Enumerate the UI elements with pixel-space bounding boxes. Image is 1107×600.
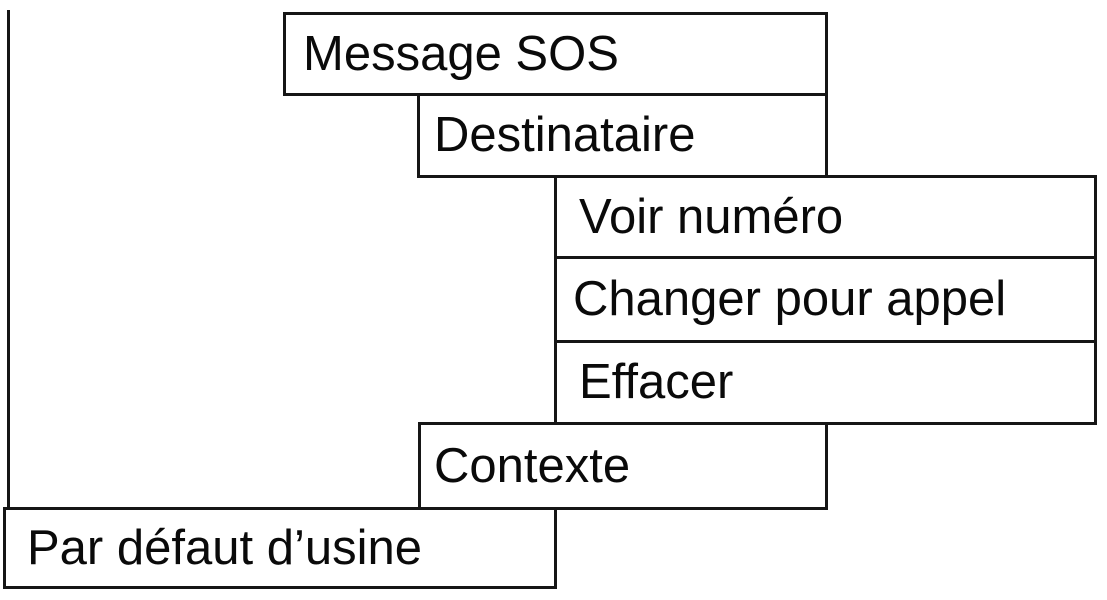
menu-node-changer-pour-appel: Changer pour appel	[554, 256, 1097, 343]
menu-node-message-sos: Message SOS	[283, 12, 828, 96]
menu-node-label: Effacer	[579, 355, 734, 409]
parent-menu-trunk-line	[7, 10, 10, 510]
menu-node-effacer: Effacer	[554, 340, 1097, 425]
menu-node-label: Par défaut d’usine	[27, 520, 422, 575]
menu-node-par-defaut-usine: Par défaut d’usine	[3, 507, 557, 589]
menu-node-label: Changer pour appel	[573, 272, 1007, 326]
menu-node-label: Voir numéro	[579, 189, 844, 244]
menu-node-contexte: Contexte	[418, 422, 828, 510]
menu-node-voir-numero: Voir numéro	[554, 175, 1097, 259]
menu-node-label: Message SOS	[303, 26, 619, 81]
menu-node-label: Contexte	[434, 438, 631, 493]
menu-node-destinataire: Destinataire	[417, 93, 828, 178]
menu-node-label: Destinataire	[434, 108, 696, 162]
